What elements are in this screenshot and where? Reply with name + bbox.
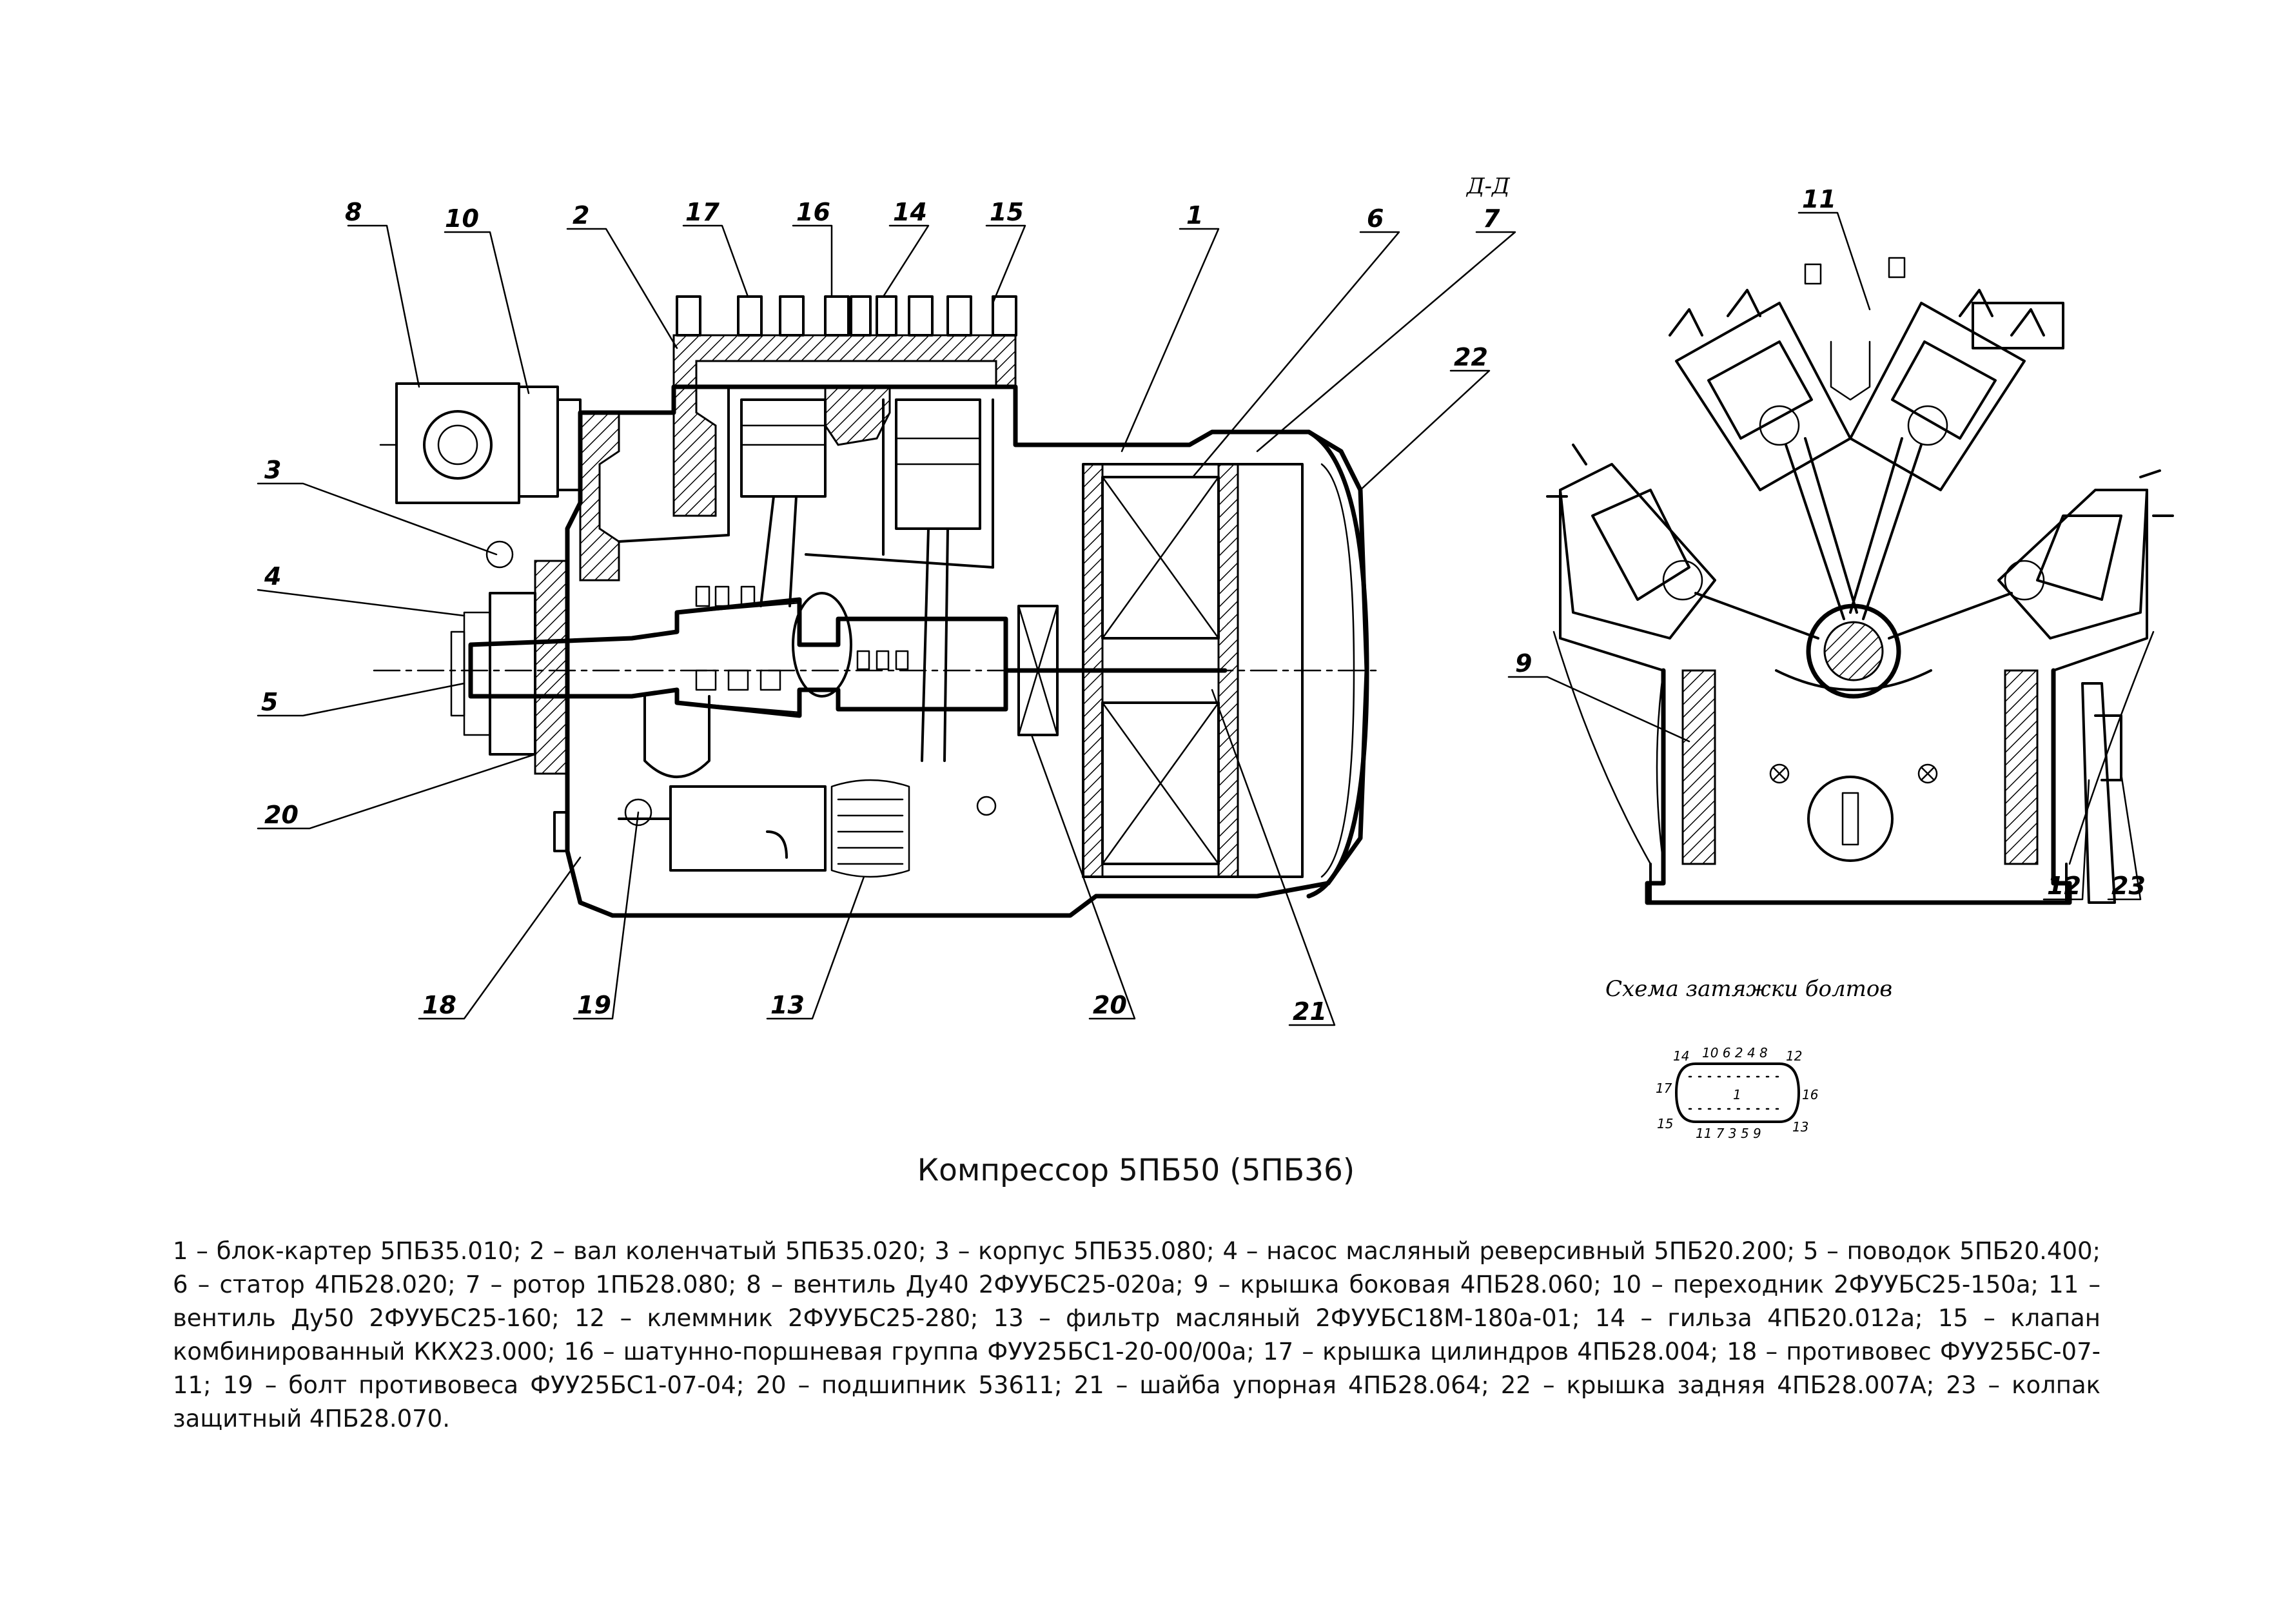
leader-lines [257, 211, 2142, 1026]
section-label: Д-Д [1465, 173, 1511, 199]
callout-22: 22 [1454, 343, 1488, 371]
callout-18: 18 [422, 991, 456, 1019]
cover-studs [676, 295, 1017, 337]
callout-14: 14 [893, 198, 927, 226]
callout-20-left: 20 [264, 801, 299, 829]
bolt-left-top: 14 [1673, 1048, 1689, 1064]
bolt-left-bottom: 15 [1657, 1116, 1673, 1131]
bolt-bottom-row: 11 7 3 5 9 [1696, 1126, 1761, 1141]
callout-20-right: 20 [1093, 991, 1127, 1019]
callout-6: 6 [1367, 204, 1384, 233]
callout-9: 9 [1515, 649, 1532, 678]
callout-7: 7 [1483, 204, 1500, 233]
bolt-scheme: Схема затяжки болтов 10 6 2 4 8 11 7 3 5… [1605, 976, 1892, 1141]
parts-legend: 1 – блок-картер 5ПБ35.010; 2 – вал колен… [173, 1237, 2101, 1433]
crank-bolts [695, 585, 909, 691]
bolt-right-bottom: 13 [1792, 1119, 1808, 1135]
bolt-left-mid: 17 [1656, 1081, 1672, 1096]
bolt-right-mid: 16 [1802, 1087, 1818, 1102]
cylinder-left-upper [1675, 302, 1858, 620]
bolt-center: 1 [1733, 1087, 1741, 1102]
callout-10: 10 [445, 204, 479, 233]
callout-3: 3 [264, 456, 281, 484]
cross-section: Д-Д [1465, 173, 2174, 905]
bolt-right-top: 12 [1786, 1048, 1802, 1064]
callout-1: 1 [1186, 201, 1203, 230]
cylinder-right-upper [1849, 302, 2026, 620]
callout-16: 16 [796, 198, 830, 226]
callout-11: 11 [1802, 185, 1836, 213]
bolt-scheme-caption: Схема затяжки болтов [1605, 976, 1892, 1002]
callout-21: 21 [1293, 997, 1327, 1026]
callout-numbers: 8 10 2 17 16 14 15 1 6 7 22 3 4 5 20 18 … [261, 185, 2146, 1026]
callout-19: 19 [577, 991, 611, 1019]
callout-5: 5 [261, 688, 278, 716]
callout-8: 8 [345, 198, 362, 226]
cylinder-right-lower [1888, 489, 2148, 640]
callout-12: 12 [2047, 872, 2081, 900]
figure-title: Компрессор 5ПБ50 (5ПБ36) [917, 1153, 1355, 1188]
cylinder-left-lower [1559, 463, 1819, 640]
callout-13: 13 [770, 991, 805, 1019]
callout-17: 17 [685, 198, 720, 226]
bolt-top-row: 10 6 2 4 8 [1702, 1045, 1768, 1061]
callout-23: 23 [2111, 872, 2146, 900]
compressor-drawing: Д-Д [257, 173, 2174, 1141]
callout-15: 15 [990, 198, 1024, 226]
longitudinal-section [373, 295, 1381, 918]
callout-4: 4 [264, 562, 281, 591]
callout-2: 2 [573, 201, 589, 230]
